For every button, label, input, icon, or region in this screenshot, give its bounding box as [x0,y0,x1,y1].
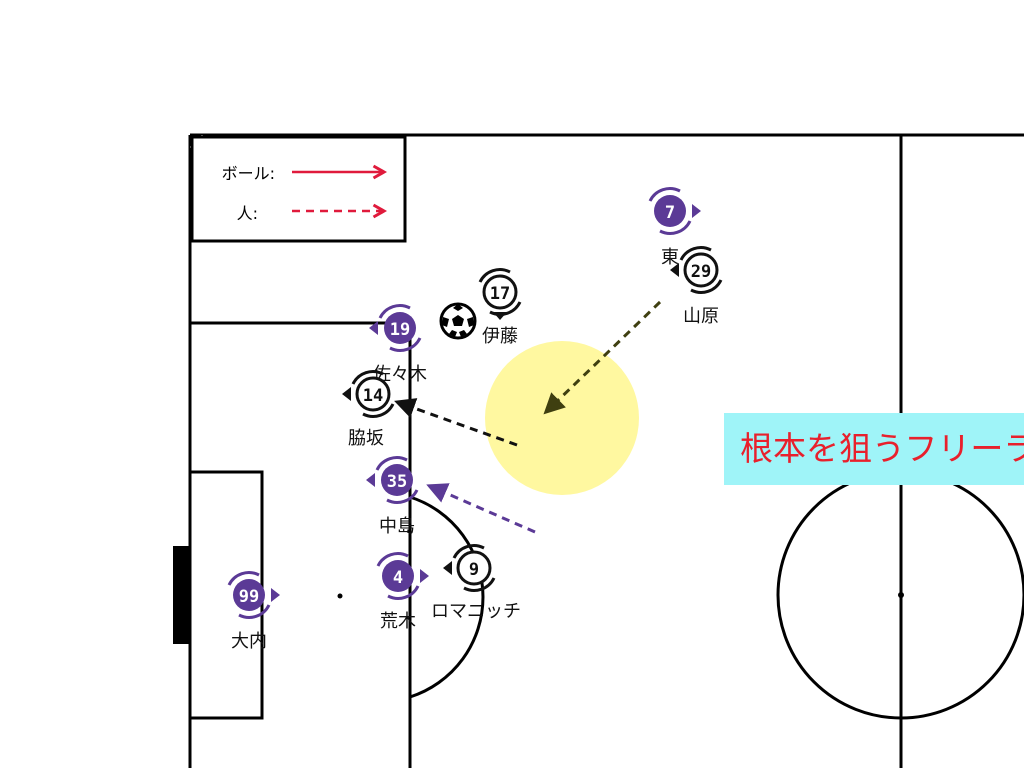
player-name: ロマニッチ [431,601,521,622]
target-zone [485,341,639,495]
player-token-35[interactable]: 35 [366,456,419,504]
player-name: 東 [661,247,679,268]
orientation-arc [376,552,420,600]
player-disc [381,464,413,496]
player-number: 29 [691,262,711,282]
player-name: 中島 [379,516,415,537]
player-number: 14 [363,386,383,406]
orientation-arc [478,268,522,316]
player-disc [355,376,391,412]
player-disc [382,560,414,592]
player-disc [482,274,518,310]
facing-pointer-icon [692,204,701,218]
player-token-9[interactable]: 9 [443,544,496,592]
orientation-arc [378,304,422,352]
facing-pointer-icon [493,312,507,320]
player-token-4[interactable]: 4 [376,552,429,600]
run-arrow-nakajima [426,483,536,534]
run-arrow-yamahara [543,300,662,415]
facing-pointer-icon [369,321,378,335]
player-name: 荒木 [380,611,416,632]
soccer-ball-icon[interactable] [439,302,477,340]
player-token-19[interactable]: 19 [369,304,422,352]
orientation-arc [648,187,692,235]
orientation-arc [452,544,496,592]
player-disc [384,312,416,344]
player-token-7[interactable]: 7 [648,187,701,235]
orientation-arc [679,246,723,294]
facing-pointer-icon [366,473,375,487]
player-name: 大内 [231,631,267,652]
player-number: 99 [239,587,259,607]
orientation-arc [227,571,271,619]
facing-pointer-icon [670,263,679,277]
penalty-arc [409,495,485,699]
player-name: 山原 [683,306,719,327]
legend: ボール: 人: [190,135,407,243]
player-number: 4 [393,568,403,588]
player-name: 伊藤 [482,326,518,347]
player-disc [233,579,265,611]
player-number: 17 [490,284,510,304]
player-number: 9 [469,560,479,580]
player-name: 脇坂 [348,428,384,449]
goal [173,546,190,644]
orientation-arc [351,370,395,418]
players-layer: 7 東 19 佐々木 35 中島 4 荒木 99 大内 17 伊藤 29 山原 14 脇坂 9 ロマニッチ [227,187,723,652]
center-spot [898,592,904,598]
facing-pointer-icon [271,588,280,602]
run-arrows [394,300,662,534]
player-name: 佐々木 [373,364,427,385]
legend-person-label: 人: [237,204,258,223]
facing-pointer-icon [443,561,452,575]
player-disc [654,195,686,227]
player-token-99[interactable]: 99 [227,571,280,619]
orientation-arc [375,456,419,504]
legend-ball-label: ボール: [222,164,275,183]
facing-pointer-icon [420,569,429,583]
player-number: 7 [665,203,675,223]
player-number: 35 [387,472,407,492]
player-token-17[interactable]: 17 [478,268,522,320]
player-disc [683,252,719,288]
player-token-14[interactable]: 14 [342,370,395,418]
player-disc [456,550,492,586]
free-run-callout: 根本を狙うフリーラン [724,413,1024,485]
facing-pointer-icon [342,387,351,401]
penalty-spot [337,593,343,599]
legend-box [190,135,407,243]
player-number: 19 [390,320,410,340]
run-arrow-wakizaka [394,398,518,447]
player-token-29[interactable]: 29 [670,246,723,294]
